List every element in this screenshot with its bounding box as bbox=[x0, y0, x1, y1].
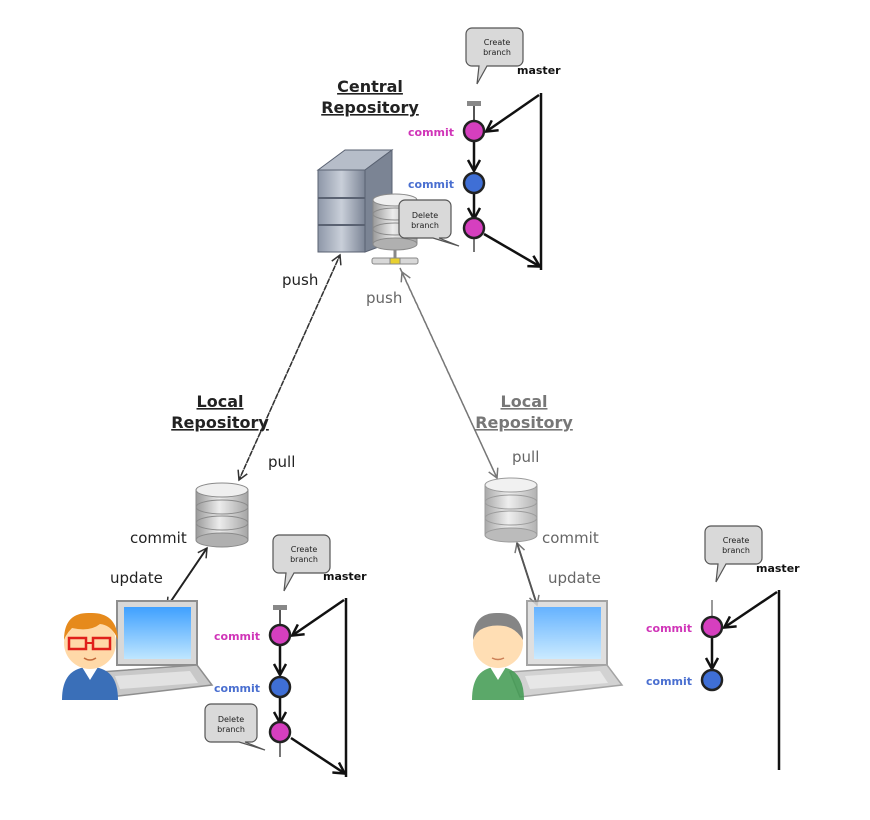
pull-label-left: pull bbox=[268, 453, 295, 471]
pull-label-right: pull bbox=[512, 448, 539, 466]
update-arrow-right bbox=[516, 542, 540, 607]
push-arrow-left bbox=[238, 253, 342, 481]
master-label: master bbox=[517, 64, 561, 77]
local-right-database-icon bbox=[484, 477, 538, 543]
create-branch-text-1: Create bbox=[291, 545, 318, 554]
create-branch-bubble bbox=[704, 525, 763, 583]
delete-branch-text-2: branch bbox=[411, 221, 439, 230]
central-title-line2: Repository bbox=[321, 98, 419, 117]
delete-branch-text-2: branch bbox=[217, 725, 245, 734]
commit-node-pink bbox=[268, 720, 292, 744]
local-left-database-icon bbox=[195, 482, 249, 548]
commit-label-blue: commit bbox=[408, 178, 454, 191]
delete-branch-bubble bbox=[204, 703, 266, 751]
commit-node-pink bbox=[462, 216, 486, 240]
branch-diagram-top: Create branch master commit commit Delet… bbox=[398, 27, 561, 270]
central-repository: Central Repository bbox=[316, 77, 419, 265]
developer-avatar-right bbox=[472, 612, 524, 700]
create-branch-text-2: branch bbox=[290, 555, 318, 564]
commit-node-blue bbox=[700, 668, 724, 692]
local-repository-left: Local Repository pull commit update bbox=[62, 392, 295, 700]
master-label: master bbox=[756, 562, 800, 575]
merge-arrow bbox=[483, 232, 539, 266]
create-branch-text-1: Create bbox=[484, 38, 511, 47]
commit-label-right: commit bbox=[542, 529, 599, 547]
central-title-line1: Central bbox=[337, 77, 403, 96]
update-label-left: update bbox=[110, 569, 163, 587]
local-left-title-line2: Repository bbox=[171, 413, 269, 432]
laptop-icon-right bbox=[508, 600, 624, 698]
local-left-title-line1: Local bbox=[197, 392, 244, 411]
commit-node-blue bbox=[462, 171, 486, 195]
commit-node-blue bbox=[268, 675, 292, 699]
commit-label-left: commit bbox=[130, 529, 187, 547]
create-branch-bubble bbox=[465, 27, 524, 85]
update-label-right: update bbox=[548, 569, 601, 587]
branch-diagram-bottom-right: Create branch master commit commit bbox=[646, 525, 800, 770]
create-branch-text-2: branch bbox=[722, 546, 750, 555]
merge-arrow bbox=[290, 736, 344, 773]
push-label-right: push bbox=[366, 289, 402, 307]
delete-branch-text-1: Delete bbox=[218, 715, 244, 724]
create-branch-text-1: Create bbox=[723, 536, 750, 545]
branch-out-arrow bbox=[725, 590, 778, 627]
delete-branch-text-1: Delete bbox=[412, 211, 438, 220]
commit-label-pink: commit bbox=[646, 622, 692, 635]
developer-avatar-left bbox=[62, 612, 118, 700]
commit-label-blue: commit bbox=[214, 682, 260, 695]
update-arrow-left bbox=[166, 547, 208, 609]
commit-node-pink bbox=[268, 623, 292, 647]
branch-out-arrow bbox=[487, 93, 540, 131]
pull-arrow-left bbox=[237, 254, 341, 482]
local-repository-right: Local Repository pull commit update bbox=[472, 392, 624, 700]
commit-label-pink: commit bbox=[214, 630, 260, 643]
local-right-title-line1: Local bbox=[501, 392, 548, 411]
delete-branch-bubble bbox=[398, 199, 460, 247]
branch-out-arrow bbox=[293, 598, 345, 635]
master-label: master bbox=[323, 570, 367, 583]
commit-node-pink bbox=[462, 119, 486, 143]
create-branch-bubble bbox=[272, 534, 331, 592]
local-right-title-line2: Repository bbox=[475, 413, 573, 432]
laptop-icon-left bbox=[98, 600, 214, 698]
commit-label-pink: commit bbox=[408, 126, 454, 139]
branch-diagram-bottom-left: Create branch master commit commit Delet… bbox=[204, 534, 367, 777]
commit-label-blue: commit bbox=[646, 675, 692, 688]
branch-start-cap bbox=[467, 101, 481, 106]
commit-node-pink bbox=[700, 615, 724, 639]
push-arrow-right bbox=[400, 270, 498, 479]
push-label-left: push bbox=[282, 271, 318, 289]
create-branch-text-2: branch bbox=[483, 48, 511, 57]
